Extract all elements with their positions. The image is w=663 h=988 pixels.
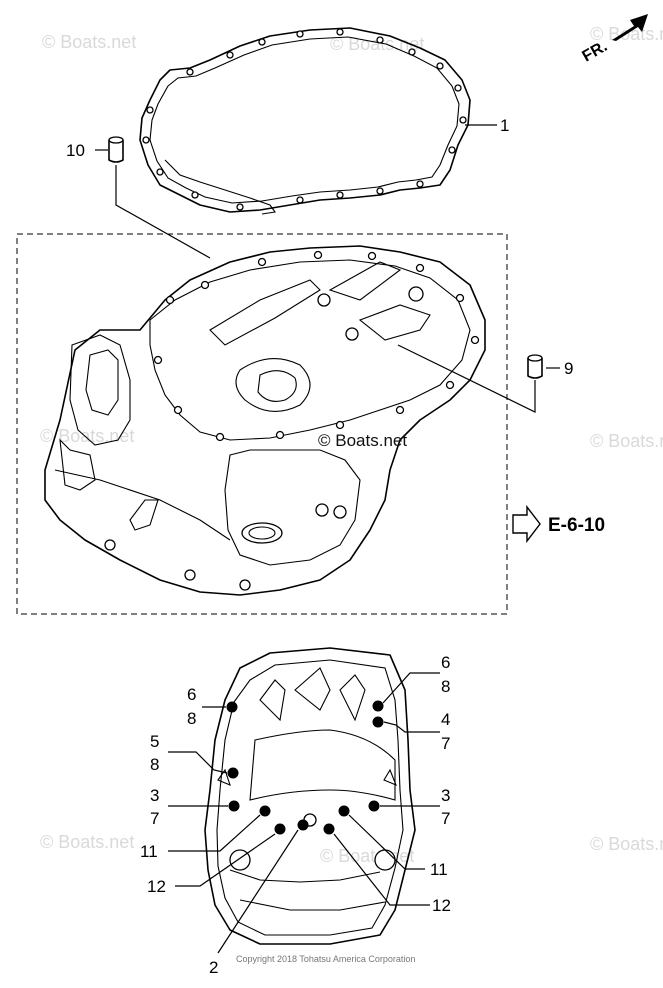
dowel-pin-part-10 bbox=[108, 136, 124, 163]
callout-7-left: 7 bbox=[150, 809, 159, 828]
watermark-bottom-center: © Boats.net bbox=[320, 846, 414, 866]
callout-10: 10 bbox=[66, 141, 85, 160]
watermark-top-left: © Boats.net bbox=[42, 32, 136, 52]
callout-9: 9 bbox=[564, 359, 573, 378]
upper-housing-assembly bbox=[44, 245, 486, 596]
callout-3-left: 3 bbox=[150, 786, 159, 805]
callout-2: 2 bbox=[209, 958, 218, 977]
front-arrow-icon bbox=[612, 14, 648, 41]
callout-8-left: 8 bbox=[187, 709, 196, 728]
watermark-group: © Boats.net © Boats.net © Boats.net © Bo… bbox=[40, 24, 663, 866]
reference-indicator: E-6-10 bbox=[512, 504, 605, 544]
callout-7-upper-right: 7 bbox=[441, 734, 450, 753]
callout-labels: 1 10 9 6 8 6 8 5 8 4 7 3 7 3 7 11 11 12 … bbox=[66, 116, 573, 977]
callout-3-right: 3 bbox=[441, 786, 450, 805]
leader-lines bbox=[95, 124, 560, 954]
gasket-part-1 bbox=[139, 27, 471, 215]
dowel-pin-part-9 bbox=[527, 354, 543, 379]
center-watermark: © Boats.net bbox=[318, 431, 407, 450]
assembly-boundary bbox=[16, 233, 508, 615]
watermark-bottom-left: © Boats.net bbox=[40, 832, 134, 852]
watermark-mid-left: © Boats.net bbox=[40, 426, 134, 446]
bolt-location-dots bbox=[226, 700, 384, 835]
callout-12-left: 12 bbox=[147, 877, 166, 896]
callout-11-right: 11 bbox=[430, 860, 448, 879]
callout-7-right: 7 bbox=[441, 809, 450, 828]
callout-11-left: 11 bbox=[140, 842, 158, 861]
callout-6-right: 6 bbox=[441, 653, 450, 672]
lower-housing-bottom-view bbox=[204, 647, 416, 945]
callout-1: 1 bbox=[500, 116, 509, 135]
reference-label: E-6-10 bbox=[548, 515, 605, 536]
gasket-bolt-holes bbox=[142, 28, 467, 211]
callout-5: 5 bbox=[150, 732, 159, 751]
callout-8-right: 8 bbox=[441, 677, 450, 696]
reference-arrow-icon bbox=[512, 504, 541, 544]
watermark-bottom-right: © Boats.net bbox=[590, 834, 663, 854]
housing-bolt-holes bbox=[104, 250, 480, 591]
callout-8-lower-left: 8 bbox=[150, 755, 159, 774]
callout-4: 4 bbox=[441, 710, 450, 729]
copyright-notice: Copyright 2018 Tohatsu America Corporati… bbox=[236, 954, 415, 964]
watermark-top-center: © Boats.net bbox=[330, 34, 424, 54]
watermark-mid-right: © Boats.net bbox=[590, 431, 663, 451]
callout-6-left: 6 bbox=[187, 685, 196, 704]
callout-12-right: 12 bbox=[432, 896, 451, 915]
